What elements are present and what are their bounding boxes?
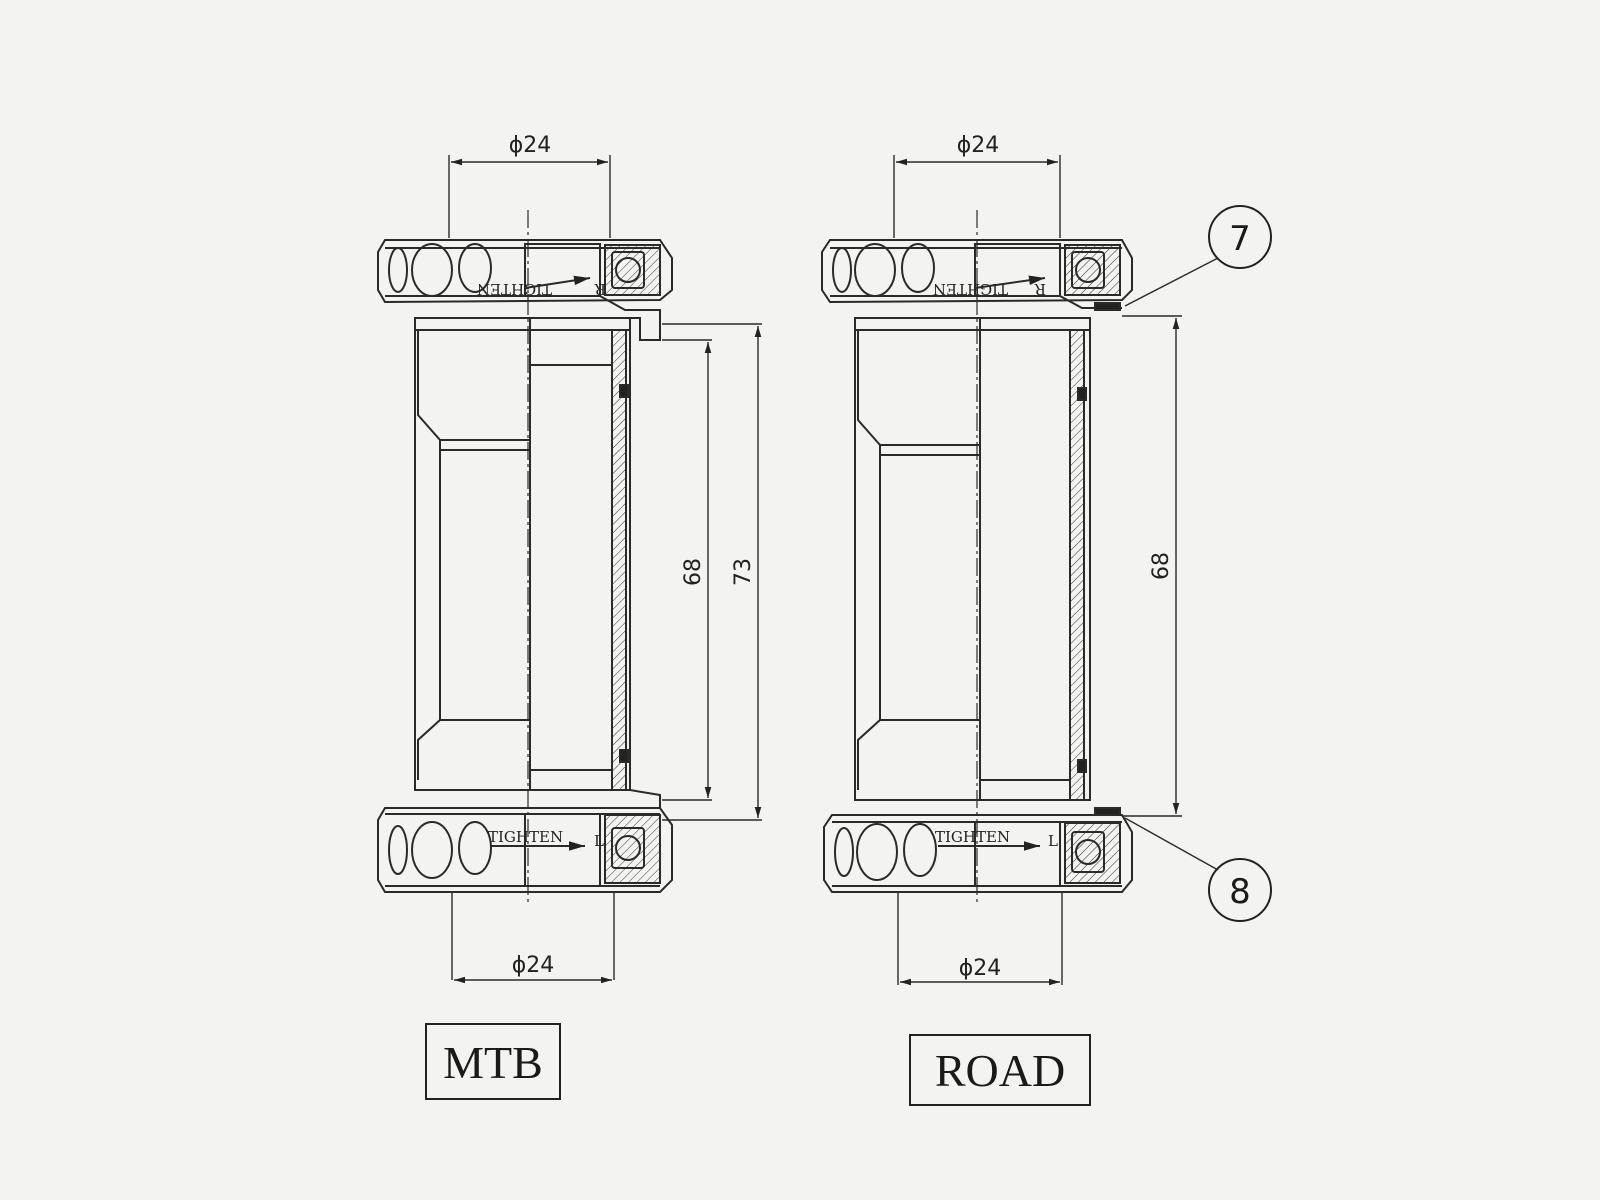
road-label-box — [909, 1034, 1091, 1106]
mtb-bottom-diameter-label: ϕ24 — [512, 953, 555, 978]
road-bottom-side-letter: L — [1048, 832, 1058, 850]
road-top-tighten-arrow — [974, 275, 1046, 289]
mtb-assembly: TIGHTEN R — [377, 210, 673, 905]
road-bottom-cup — [823, 807, 1133, 893]
mtb-top-side-letter: R — [594, 280, 606, 298]
mtb-shell-width-label: 68 — [681, 558, 706, 586]
road-shell-body — [854, 317, 1091, 801]
road-label: ROAD — [935, 1045, 1065, 1096]
road-top-side-letter: R — [1034, 280, 1046, 298]
road-callout-7-leader — [1124, 257, 1219, 307]
road-callout-8-circle — [1208, 858, 1272, 922]
mtb-top-cup — [377, 239, 673, 341]
road-top-cup — [821, 239, 1133, 311]
road-dimensions — [893, 155, 1219, 986]
road-top-tighten: TIGHTEN — [933, 280, 1008, 298]
road-bottom-tighten: TIGHTEN — [935, 828, 1010, 846]
road-callout-7: 7 — [1229, 219, 1251, 259]
mtb-label: MTB — [443, 1037, 543, 1088]
mtb-bottom-cup — [377, 789, 673, 893]
road-callout-8-leader — [1124, 817, 1219, 871]
mtb-overall-width-label: 73 — [731, 558, 756, 586]
mtb-label-box — [425, 1023, 561, 1100]
mtb-bottom-tighten: TIGHTEN — [488, 828, 563, 846]
mtb-top-tighten-arrow — [524, 275, 591, 289]
road-callout-7-circle — [1208, 205, 1272, 269]
road-assembly: TIGHTEN R — [821, 210, 1133, 905]
mtb-shell-body — [414, 317, 631, 791]
road-top-diameter-label: ϕ24 — [957, 133, 1000, 158]
mtb-bottom-side-letter: L — [594, 832, 604, 850]
road-shell-width-label: 68 — [1149, 552, 1174, 580]
road-bottom-diameter-label: ϕ24 — [959, 956, 1002, 981]
mtb-dimensions — [448, 155, 762, 984]
mtb-top-tighten: TIGHTEN — [477, 280, 552, 298]
mtb-top-diameter-label: ϕ24 — [509, 133, 552, 158]
road-callout-8: 8 — [1229, 872, 1251, 912]
